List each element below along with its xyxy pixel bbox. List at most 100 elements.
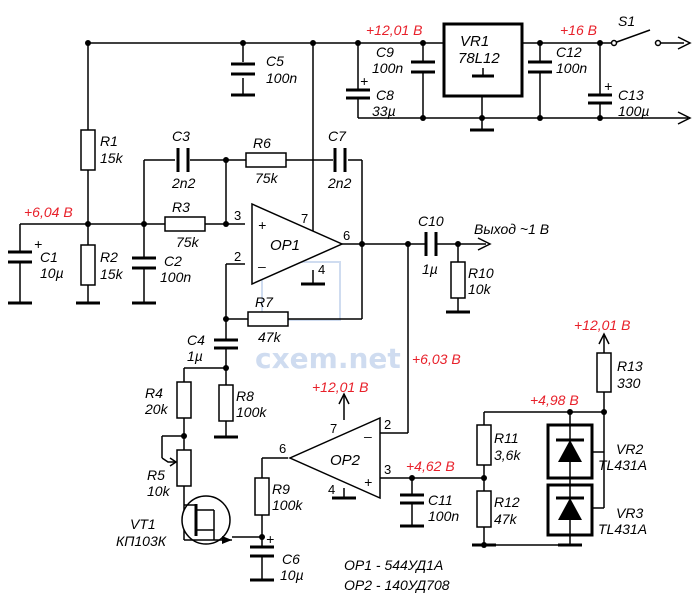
svg-text:7: 7 xyxy=(330,421,337,436)
svg-text:R12: R12 xyxy=(494,494,520,510)
svg-text:75k: 75k xyxy=(176,234,200,250)
svg-text:2: 2 xyxy=(234,249,241,264)
svg-text:2n2: 2n2 xyxy=(171,175,196,191)
svg-text:C10: C10 xyxy=(418,213,444,229)
resistor-r6: R6 75k xyxy=(245,135,287,186)
capacitor-c10: C10 1µ xyxy=(418,213,444,277)
svg-text:VT1: VT1 xyxy=(130,516,156,532)
svg-text:10k: 10k xyxy=(468,281,492,297)
svg-text:+6,04 В: +6,04 В xyxy=(24,204,73,220)
voltage-labels: +12,01 В +16 В +6,04 В +6,03 В +12,01 В … xyxy=(24,22,630,474)
watermark: cxem.net xyxy=(255,261,401,375)
svg-text:4: 4 xyxy=(328,482,335,497)
resistor-r8: R8 100k xyxy=(218,384,267,422)
svg-text:10k: 10k xyxy=(147,483,171,499)
svg-text:–: – xyxy=(363,428,372,444)
resistor-r7: R7 47k xyxy=(247,294,289,345)
svg-text:R13: R13 xyxy=(617,358,643,374)
switch-s1: S1 xyxy=(610,13,662,47)
resistor-r4: R4 20k xyxy=(144,381,192,419)
svg-text:3: 3 xyxy=(384,462,391,477)
capacitor-c5: C5 100n xyxy=(231,53,297,86)
svg-text:C7: C7 xyxy=(328,128,347,144)
resistor-r13: R13 330 xyxy=(596,352,643,393)
svg-text:R9: R9 xyxy=(272,481,290,497)
svg-text:100µ: 100µ xyxy=(618,103,649,119)
svg-text:C9: C9 xyxy=(376,44,394,60)
svg-text:C6: C6 xyxy=(282,551,300,567)
resistor-r1: R1 15k xyxy=(80,129,124,171)
opamp-op1: OP1 + – 3 2 7 4 6 xyxy=(234,202,350,286)
arrows xyxy=(338,36,692,412)
svg-text:10µ: 10µ xyxy=(280,567,304,583)
svg-text:1µ: 1µ xyxy=(422,261,438,277)
svg-text:330: 330 xyxy=(617,375,641,391)
reference-vr3: VR3 TL431A xyxy=(546,483,647,537)
svg-text:C3: C3 xyxy=(172,128,190,144)
svg-text:10µ: 10µ xyxy=(40,265,64,281)
svg-text:3: 3 xyxy=(234,208,241,223)
capacitor-c3: C3 2n2 xyxy=(171,128,196,191)
notes: OP1 - 544УД1А OP2 - 140УД708 xyxy=(344,557,450,593)
svg-text:100n: 100n xyxy=(428,508,459,524)
svg-text:C4: C4 xyxy=(187,332,205,348)
resistor-r10: R10 10k xyxy=(450,261,494,299)
svg-text:3,6k: 3,6k xyxy=(494,447,521,463)
svg-text:R10: R10 xyxy=(468,265,494,281)
svg-text:C8: C8 xyxy=(376,87,394,103)
svg-text:TL431A: TL431A xyxy=(598,521,647,537)
svg-text:OP1: OP1 xyxy=(270,237,300,254)
svg-text:7: 7 xyxy=(301,211,308,226)
capacitor-c2: C2 100n xyxy=(132,253,191,285)
opamp-op2: OP2 – + 2 3 7 4 6 xyxy=(279,416,391,500)
svg-text:+12,01 В: +12,01 В xyxy=(312,379,368,395)
svg-text:20k: 20k xyxy=(144,401,169,417)
svg-text:OP1 - 544УД1А: OP1 - 544УД1А xyxy=(344,557,443,573)
svg-text:+4,62 В: +4,62 В xyxy=(406,458,455,474)
svg-text:6: 6 xyxy=(279,441,286,456)
svg-text:R8: R8 xyxy=(236,388,254,404)
capacitor-c12: C12 100n xyxy=(528,44,587,76)
svg-text:C11: C11 xyxy=(428,492,453,508)
svg-text:+: + xyxy=(258,217,266,233)
resistor-r3: R3 75k xyxy=(164,199,206,250)
svg-text:100n: 100n xyxy=(160,269,191,285)
svg-text:VR3: VR3 xyxy=(616,505,643,521)
svg-text:R6: R6 xyxy=(253,135,271,151)
svg-text:100n: 100n xyxy=(266,70,297,86)
svg-text:+: + xyxy=(364,474,372,490)
trimmer-r5: R5 10k xyxy=(147,449,192,499)
svg-text:+16 В: +16 В xyxy=(560,22,597,38)
capacitor-c13: + C13 100µ xyxy=(588,78,649,119)
reference-vr2: VR2 TL431A xyxy=(546,423,647,480)
svg-text:2n2: 2n2 xyxy=(327,175,352,191)
svg-text:+: + xyxy=(34,236,42,252)
svg-text:47k: 47k xyxy=(258,329,282,345)
resistor-r2: R2 15k xyxy=(80,244,124,286)
svg-text:C5: C5 xyxy=(266,53,284,69)
svg-text:R2: R2 xyxy=(100,249,118,265)
svg-text:6: 6 xyxy=(343,228,350,243)
svg-text:1µ: 1µ xyxy=(187,348,203,364)
svg-text:15k: 15k xyxy=(100,266,124,282)
svg-text:75k: 75k xyxy=(255,170,279,186)
svg-text:R7: R7 xyxy=(255,294,274,310)
svg-text:OP2 - 140УД708: OP2 - 140УД708 xyxy=(344,577,450,593)
svg-text:R1: R1 xyxy=(100,133,118,149)
svg-text:R3: R3 xyxy=(172,199,190,215)
capacitor-c11: C11 100n xyxy=(400,492,459,524)
capacitor-c7: C7 2n2 xyxy=(327,128,352,191)
wires xyxy=(19,29,684,580)
svg-text:100n: 100n xyxy=(372,60,403,76)
svg-text:R11: R11 xyxy=(494,430,519,446)
svg-text:+6,03 В: +6,03 В xyxy=(412,351,461,367)
svg-text:cxem.net: cxem.net xyxy=(255,342,401,375)
capacitor-c9: C9 100n xyxy=(372,44,435,76)
svg-text:47k: 47k xyxy=(494,511,518,527)
svg-text:TL431A: TL431A xyxy=(598,457,647,473)
svg-text:C1: C1 xyxy=(40,249,58,265)
svg-text:+12,01 В: +12,01 В xyxy=(366,22,422,38)
svg-text:15k: 15k xyxy=(100,150,124,166)
capacitor-c8: + C8 33µ xyxy=(346,73,396,119)
